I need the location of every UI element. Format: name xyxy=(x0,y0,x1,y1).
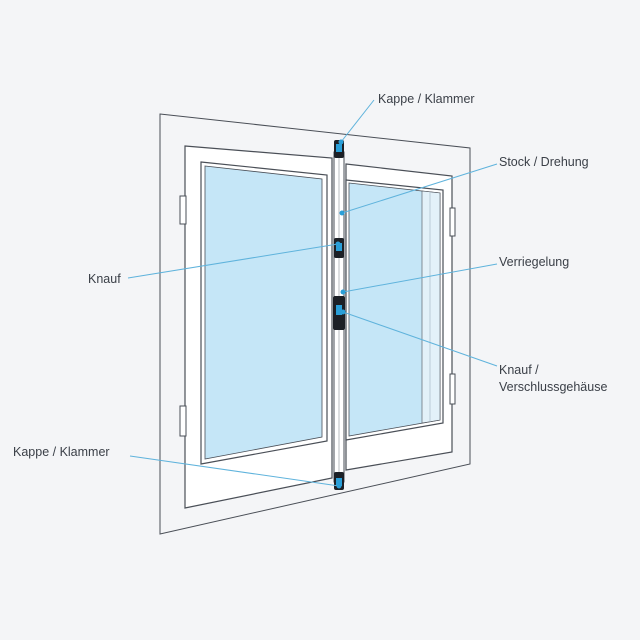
leader-dots xyxy=(335,139,346,489)
label-verriegelung: Verriegelung xyxy=(499,255,570,269)
leader-kappe-bottom xyxy=(129,455,340,487)
label-knauf-verschluss-2: Verschlussgehäuse xyxy=(499,380,608,394)
hinge-top-left xyxy=(179,195,187,225)
left-glass xyxy=(204,165,323,460)
leader-lines xyxy=(127,99,498,487)
cap-clamp-top xyxy=(334,140,344,158)
leader-stock xyxy=(341,163,498,214)
hinge-bottom-right xyxy=(449,373,456,405)
label-knauf: Knauf xyxy=(88,272,121,286)
hinge-top-right xyxy=(449,207,456,237)
label-knauf-verschluss-1: Knauf / xyxy=(499,363,539,377)
right-glass-depth xyxy=(421,190,441,424)
leader-verriegelung xyxy=(342,263,498,293)
label-kappe-klammer-top: Kappe / Klammer xyxy=(378,92,475,106)
label-kappe-klammer-bottom: Kappe / Klammer xyxy=(13,445,110,459)
knob-upper xyxy=(334,238,344,258)
leader-kappe-top xyxy=(340,99,375,143)
label-stock-drehung: Stock / Drehung xyxy=(499,155,589,169)
leader-knauf-verschluss xyxy=(342,311,498,367)
hinge-bottom-left xyxy=(179,405,187,437)
lock-housing xyxy=(333,296,345,330)
leader-knauf-left xyxy=(127,243,339,279)
